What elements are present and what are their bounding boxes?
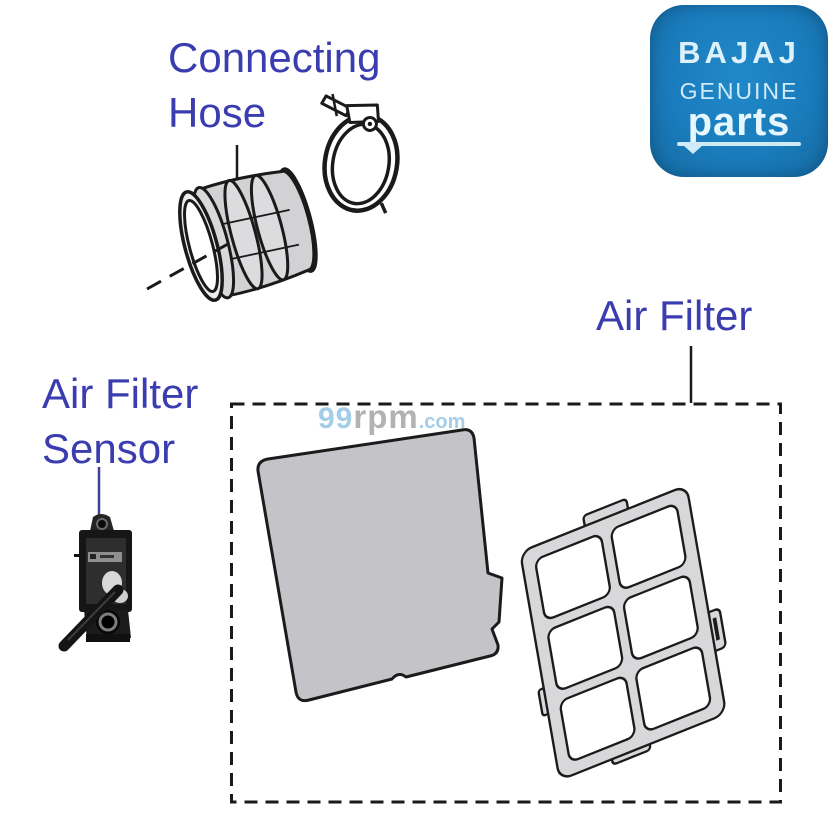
dashed-boundary-box: [230, 402, 782, 804]
badge-arrow-down-icon: [683, 145, 703, 154]
watermark-com: .com: [418, 411, 466, 433]
bajaj-genuine-parts-badge: BAJAJ GENUINE parts: [650, 5, 828, 177]
badge-genuine-text: GENUINE: [679, 78, 799, 104]
watermark-rpm: rpm: [353, 398, 419, 435]
watermark-99: 99: [318, 402, 354, 435]
air-filter-frame-illustration: [520, 487, 727, 778]
air-filter-sensor-illustration: [58, 514, 132, 652]
air-filter-sensor-label: Air Filter Sensor: [42, 370, 199, 472]
air-filter-label: Air Filter: [596, 292, 753, 339]
connecting-hose-label: Connecting Hose: [168, 34, 381, 136]
hose-clamp-illustration: [320, 93, 400, 214]
badge-underline: [677, 142, 801, 154]
hose-centerline: [146, 242, 229, 291]
badge-brand-text: BAJAJ: [678, 35, 800, 70]
connecting-hose-illustration: [178, 167, 318, 303]
air-filter-foam-illustration: [256, 428, 504, 703]
badge-parts-text: parts: [687, 100, 791, 144]
